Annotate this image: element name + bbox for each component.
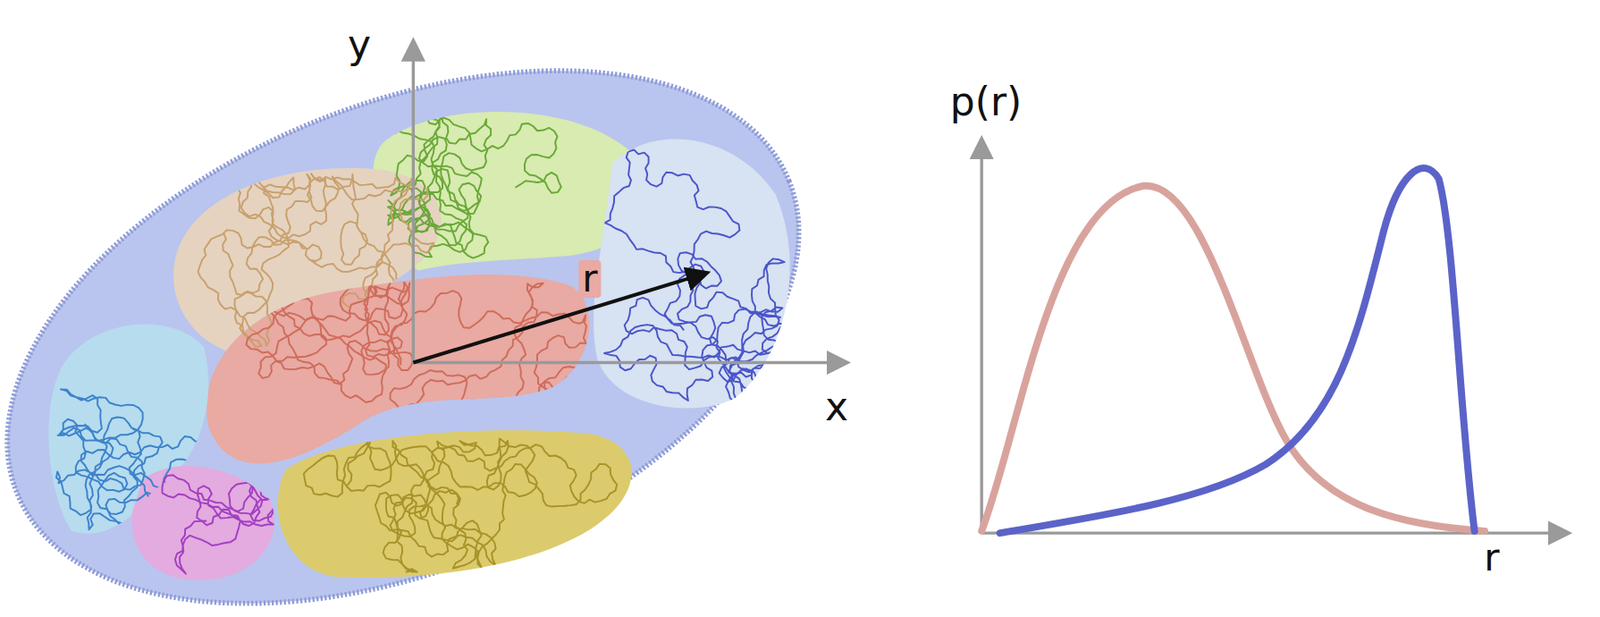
p-axis	[979, 141, 983, 533]
y-axis	[412, 42, 415, 363]
chromatin-strand	[198, 173, 435, 346]
axis-label: y	[347, 25, 371, 65]
territory-yellow	[277, 429, 632, 578]
chromatin-strands	[56, 116, 786, 574]
territory-purple	[132, 465, 275, 581]
axis-label: x	[825, 387, 849, 427]
axis-label: p(r)	[950, 82, 1022, 122]
chromatin-strand	[162, 465, 276, 573]
x-axis	[412, 361, 845, 364]
chromatin-strand	[303, 437, 617, 572]
nucleus	[0, 0, 876, 617]
blue-curve	[1000, 168, 1475, 533]
territory-dark-blue	[593, 138, 791, 408]
chromatin-strand	[56, 388, 209, 530]
r-vector	[412, 273, 704, 363]
axis-label: r	[1483, 538, 1499, 577]
vector-label: r	[578, 260, 601, 298]
